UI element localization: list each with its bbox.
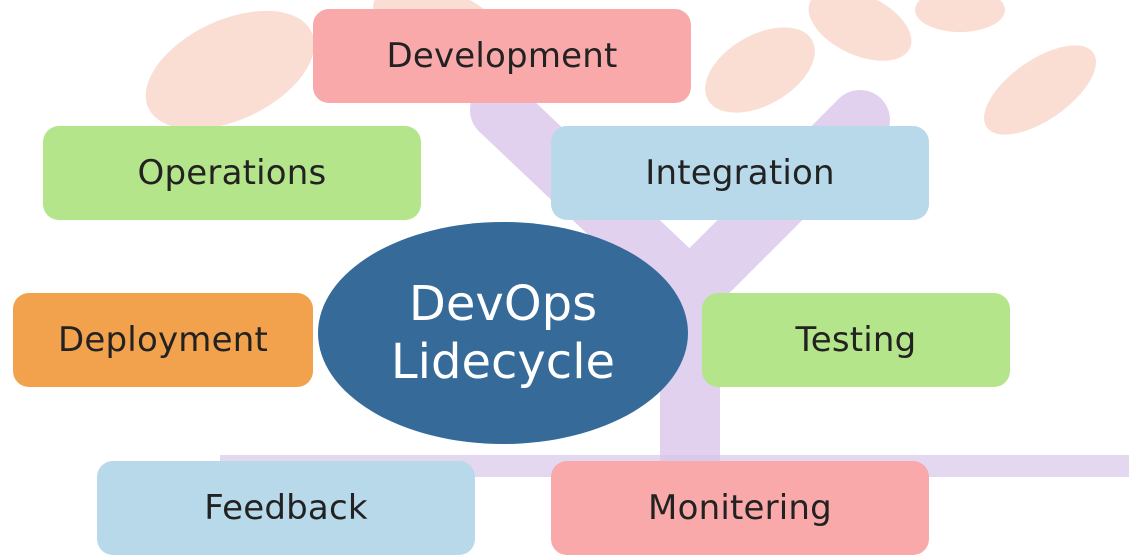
stage-monitoring: Monitering [551, 461, 929, 555]
stage-testing: Testing [702, 293, 1010, 387]
stage-integration-label: Integration [645, 153, 835, 193]
stage-operations: Operations [43, 126, 421, 220]
stage-development-label: Development [386, 36, 618, 76]
stage-development: Development [313, 9, 691, 103]
center-title-line1: DevOps [408, 276, 598, 332]
stage-deployment: Deployment [13, 293, 313, 387]
stage-operations-label: Operations [137, 153, 327, 193]
stage-integration: Integration [551, 126, 929, 220]
stage-deployment-label: Deployment [58, 320, 268, 360]
center-title-line2: Lidecycle [390, 334, 616, 390]
center-ellipse: DevOps Lidecycle [318, 222, 688, 444]
stage-testing-label: Testing [795, 320, 917, 360]
stage-feedback-label: Feedback [204, 488, 368, 528]
stage-feedback: Feedback [97, 461, 475, 555]
stage-monitoring-label: Monitering [648, 488, 832, 528]
